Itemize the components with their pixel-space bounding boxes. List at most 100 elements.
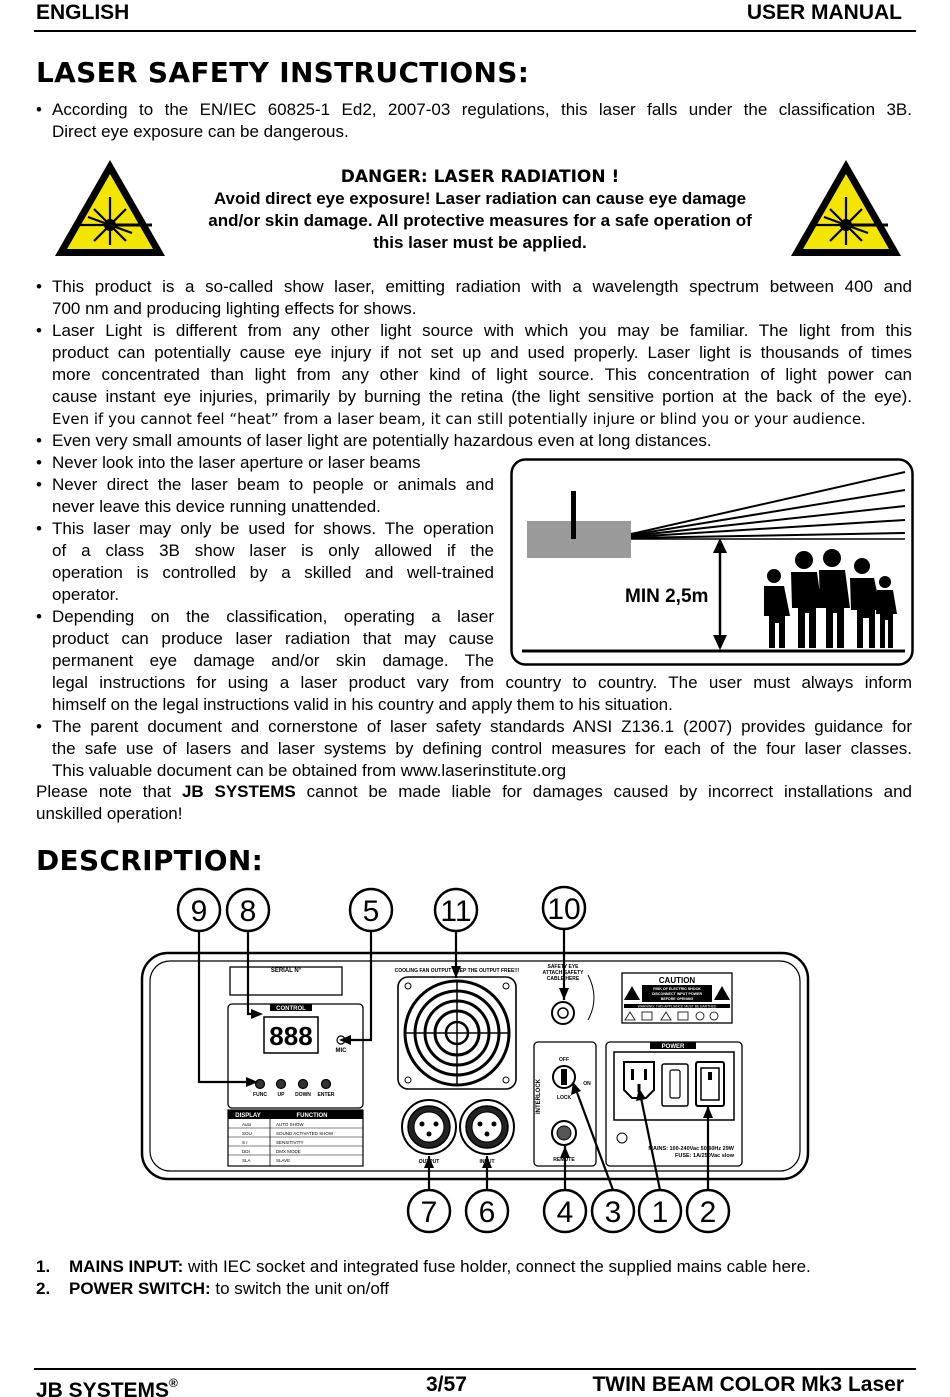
text-line: permanent eye damage and/or skin damage.… <box>52 651 494 670</box>
paragraph-laser-light: Laser Light is different from any other … <box>52 320 912 430</box>
display-window <box>263 1016 319 1054</box>
note-text: Please note that <box>36 782 182 801</box>
paragraph-show-laser: This product is a so-called show laser, … <box>52 276 912 320</box>
laser-unit-shape <box>527 521 631 558</box>
callout-label: 1 <box>652 1196 669 1229</box>
list-item: 2. POWER SWITCH: to switch the unit on/of… <box>36 1278 912 1300</box>
table-cell: SOUND ACTIVATED SHOW <box>276 1131 334 1136</box>
text-line: cause instant eye injuries, primarily by… <box>52 387 912 406</box>
item-number: 2. <box>36 1279 51 1298</box>
interlock-label: INTERLOCK <box>536 1078 542 1114</box>
text-line: This product is a so-called show laser, … <box>52 277 912 296</box>
paragraph-small-amounts: Even very small amounts of laser light a… <box>52 430 912 452</box>
callout-label: 9 <box>191 895 208 928</box>
table-head: DISPLAY <box>235 1113 260 1119</box>
table-cell: AUTO SHOW <box>276 1122 304 1127</box>
rear-panel-diagram: 9 8 5 11 10 7 6 4 3 1 2 SERIAL N° CONTRO… <box>140 885 810 1234</box>
enter-button-icon <box>320 1078 332 1090</box>
minimum-height-diagram: MIN 2,5m <box>510 458 914 666</box>
button-label: UP <box>278 1092 286 1098</box>
text-line: This laser may only be used for shows. T… <box>52 519 494 538</box>
section-title-safety: LASER SAFETY INSTRUCTIONS: <box>36 56 530 89</box>
dmx-output-connector <box>401 1099 457 1155</box>
down-button-icon <box>297 1078 309 1090</box>
danger-line: this laser must be applied. <box>373 233 587 252</box>
fuse-holder-icon <box>661 1063 689 1107</box>
laser-warning-icon-right <box>791 160 901 256</box>
text-line: Laser Light is different from any other … <box>52 321 912 340</box>
callout-label: 11 <box>440 895 471 928</box>
paragraph-classification: According to the EN/IEC 60825-1 Ed2, 200… <box>52 99 912 143</box>
text-line: Never look into the laser aperture or la… <box>52 453 421 472</box>
callout-label: 2 <box>700 1196 717 1229</box>
text-line: Please note that JB SYSTEMS cannot be ma… <box>36 781 912 803</box>
text-line: Never direct the laser beam to people or… <box>52 475 494 494</box>
caution-text: RISK OF ELECTRIC SHOCK <box>653 987 701 991</box>
fuse-rating: FUSE: 1A/250Vac slow <box>675 1153 735 1159</box>
text-line: operator. <box>52 585 120 604</box>
text-line: Even very small amounts of laser light a… <box>52 431 712 450</box>
bullet: • <box>36 277 42 296</box>
control-label: CONTROL <box>276 1006 306 1012</box>
mount-bar <box>571 491 576 539</box>
header-rule <box>34 30 916 32</box>
item-label: MAINS INPUT: <box>69 1257 184 1276</box>
function-table: DISPLAY FUNCTION Auto AUTO SHOW SOU SOUN… <box>227 1109 364 1167</box>
caution-text: DISCONNECT INPUT POWER <box>652 992 703 996</box>
section-title-description: DESCRIPTION: <box>36 844 264 877</box>
button-label: ENTER <box>318 1092 335 1098</box>
lock-label: LOCK <box>557 1095 572 1101</box>
button-label: FUNC <box>253 1092 267 1098</box>
paragraph-shows-only: This laser may only be used for shows. T… <box>52 518 494 606</box>
cooling-fan-icon <box>397 976 517 1090</box>
note-text: cannot be made liable for damages caused… <box>295 782 913 801</box>
note-brand: JB SYSTEMS <box>181 782 296 801</box>
text-line: himself on the legal instructions valid … <box>52 695 673 714</box>
bullet: • <box>36 321 42 340</box>
danger-line: and/or skin damage. All protective measu… <box>208 211 752 230</box>
header-doc-type: USER MANUAL <box>746 1 902 24</box>
item-text: to switch the unit on/off <box>210 1279 389 1298</box>
paragraph-never-direct: Never direct the laser beam to people or… <box>52 474 494 518</box>
min-height-label: MIN 2,5m <box>625 586 708 607</box>
danger-line: Avoid direct eye exposure! Laser radiati… <box>213 189 747 208</box>
text-line: According to the EN/IEC 60825-1 Ed2, 200… <box>52 100 912 119</box>
table-cell: Auto <box>242 1122 252 1127</box>
text-line: Even if you cannot feel “heat” from a la… <box>52 410 866 428</box>
warning-text: WARNING: THIS APPLIANCE MUST BE EARTHED <box>638 1004 717 1008</box>
table-head: FUNCTION <box>297 1113 328 1119</box>
callout-label: 10 <box>547 893 580 926</box>
led-display: 888 <box>269 1021 312 1051</box>
bullet: • <box>36 100 42 119</box>
table-cell: S I <box>242 1140 248 1145</box>
text-line: of a class 3B show laser is only allowed… <box>52 541 494 560</box>
button-label: DOWN <box>295 1092 311 1098</box>
text-line: the safe use of lasers and laser systems… <box>52 739 912 758</box>
table-cell: SLA <box>242 1158 251 1163</box>
table-cell: DMX MODE <box>276 1149 301 1154</box>
callout-label: 7 <box>421 1196 438 1229</box>
liability-note: Please note that JB SYSTEMS cannot be ma… <box>36 781 912 825</box>
product-name: TWIN BEAM COLOR Mk3 Laser <box>592 1373 904 1396</box>
off-label: OFF <box>559 1057 569 1063</box>
description-list: 1.MAINS INPUT: with IEC socket and integ… <box>36 1256 912 1300</box>
up-button-icon <box>275 1078 287 1090</box>
dmx-input-connector <box>459 1099 515 1155</box>
serial-label: SERIAL N° <box>271 968 302 974</box>
footer-rule <box>34 1368 916 1370</box>
text-line: product can potentially cause eye injury… <box>52 343 912 362</box>
danger-notice: DANGER: LASER RADIATION ! Avoid direct e… <box>180 166 780 254</box>
item-text: with IEC socket and integrated fuse hold… <box>183 1257 811 1276</box>
callout-label: 8 <box>240 895 257 928</box>
text-line: 700 nm and producing lighting effects fo… <box>52 299 417 318</box>
table-cell: DDI <box>242 1149 250 1154</box>
paragraph-legal-instructions: legal instructions for using a laser pro… <box>52 672 912 716</box>
callout-label: 5 <box>363 895 380 928</box>
bullet: • <box>36 607 42 626</box>
text-line: never leave this device running unattend… <box>52 497 381 516</box>
caution-label: CAUTION RISK OF ELECTRIC SHOCK DISCONNEC… <box>621 972 733 1024</box>
paragraph-classification-depending: Depending on the classification, operati… <box>52 606 494 672</box>
paragraph-ansi: The parent document and cornerstone of l… <box>52 716 912 782</box>
item-label: POWER SWITCH: <box>69 1279 211 1298</box>
people-icon <box>764 549 897 648</box>
